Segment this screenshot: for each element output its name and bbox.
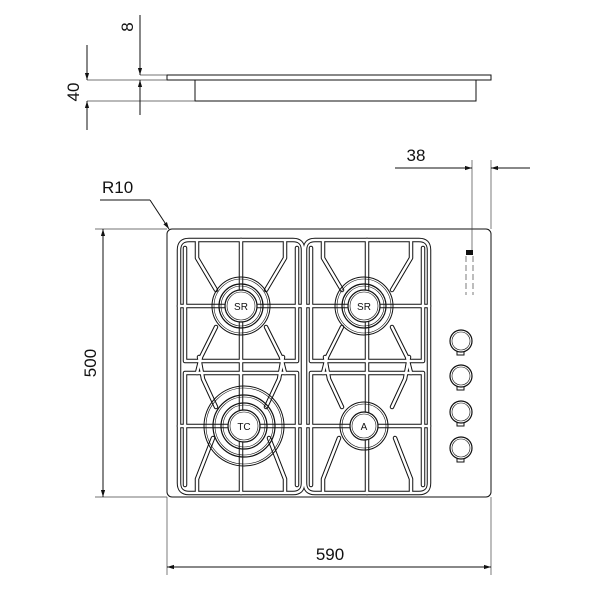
grate-bar-inner xyxy=(195,436,215,493)
burner-label: SR xyxy=(234,302,248,313)
control-knob[interactable] xyxy=(449,400,473,427)
pan-supports xyxy=(176,237,432,496)
grate-bar-inner xyxy=(197,355,218,409)
radius-label: R10 xyxy=(102,178,133,197)
grate-bar-inner xyxy=(390,355,411,409)
grate-bar-inner xyxy=(390,325,413,375)
worktop-plate xyxy=(166,74,492,81)
ignition-indicator xyxy=(466,250,473,255)
control-knob[interactable] xyxy=(449,364,473,391)
radius-leader xyxy=(149,199,170,230)
burner-ring xyxy=(220,402,268,450)
burner-label: A xyxy=(361,422,368,433)
grate-bar-inner xyxy=(195,240,218,292)
burner-ring xyxy=(334,276,394,336)
grate-bar-inner xyxy=(264,325,287,375)
grate-bar-inner xyxy=(321,240,344,292)
burner-tc: TC xyxy=(203,385,285,467)
grate-bar-inner xyxy=(321,325,344,375)
grate-bar-inner xyxy=(195,325,218,375)
burner-a: A xyxy=(339,401,389,451)
burner-ring xyxy=(218,283,264,329)
burner-label: TC xyxy=(237,422,250,433)
dim-590-label: 590 xyxy=(316,545,344,564)
dim-8-label: 8 xyxy=(118,22,137,31)
hob-outline xyxy=(166,228,492,498)
burner-ring xyxy=(227,409,261,443)
grate-bar-inner xyxy=(393,436,413,493)
dim-38-label: 38 xyxy=(407,146,426,165)
control-knob[interactable] xyxy=(449,436,473,463)
burner-ring xyxy=(211,276,271,336)
burner-sr: SR xyxy=(211,276,271,336)
burner-ring xyxy=(349,411,379,441)
control-knob[interactable] xyxy=(449,329,473,356)
side-view: 40 8 xyxy=(64,15,492,130)
burner-sr: SR xyxy=(334,276,394,336)
control-knobs xyxy=(449,329,473,463)
burner-ring xyxy=(203,385,285,467)
burner-ring xyxy=(224,289,258,323)
grate-bar-inner xyxy=(303,238,431,495)
dimensions: 500 590 38 R10 xyxy=(81,146,530,575)
burner-ring xyxy=(339,401,389,451)
grate-bar-inner xyxy=(323,355,344,409)
grate-bar-inner xyxy=(390,240,413,292)
burners: SR SR TC A xyxy=(203,276,394,467)
grate-bar-inner xyxy=(264,240,287,292)
hob-body xyxy=(194,79,477,102)
grate-bar-inner xyxy=(177,238,305,495)
burner-ring xyxy=(212,394,276,458)
dim-40-label: 40 xyxy=(64,83,83,102)
burner-label: SR xyxy=(357,302,371,313)
burner-ring xyxy=(347,289,381,323)
grate-bar-inner xyxy=(264,355,285,409)
top-view: SR SR TC A xyxy=(166,228,492,498)
dim-500-label: 500 xyxy=(81,349,100,377)
grate-bar-inner xyxy=(321,436,341,493)
burner-ring xyxy=(341,283,387,329)
